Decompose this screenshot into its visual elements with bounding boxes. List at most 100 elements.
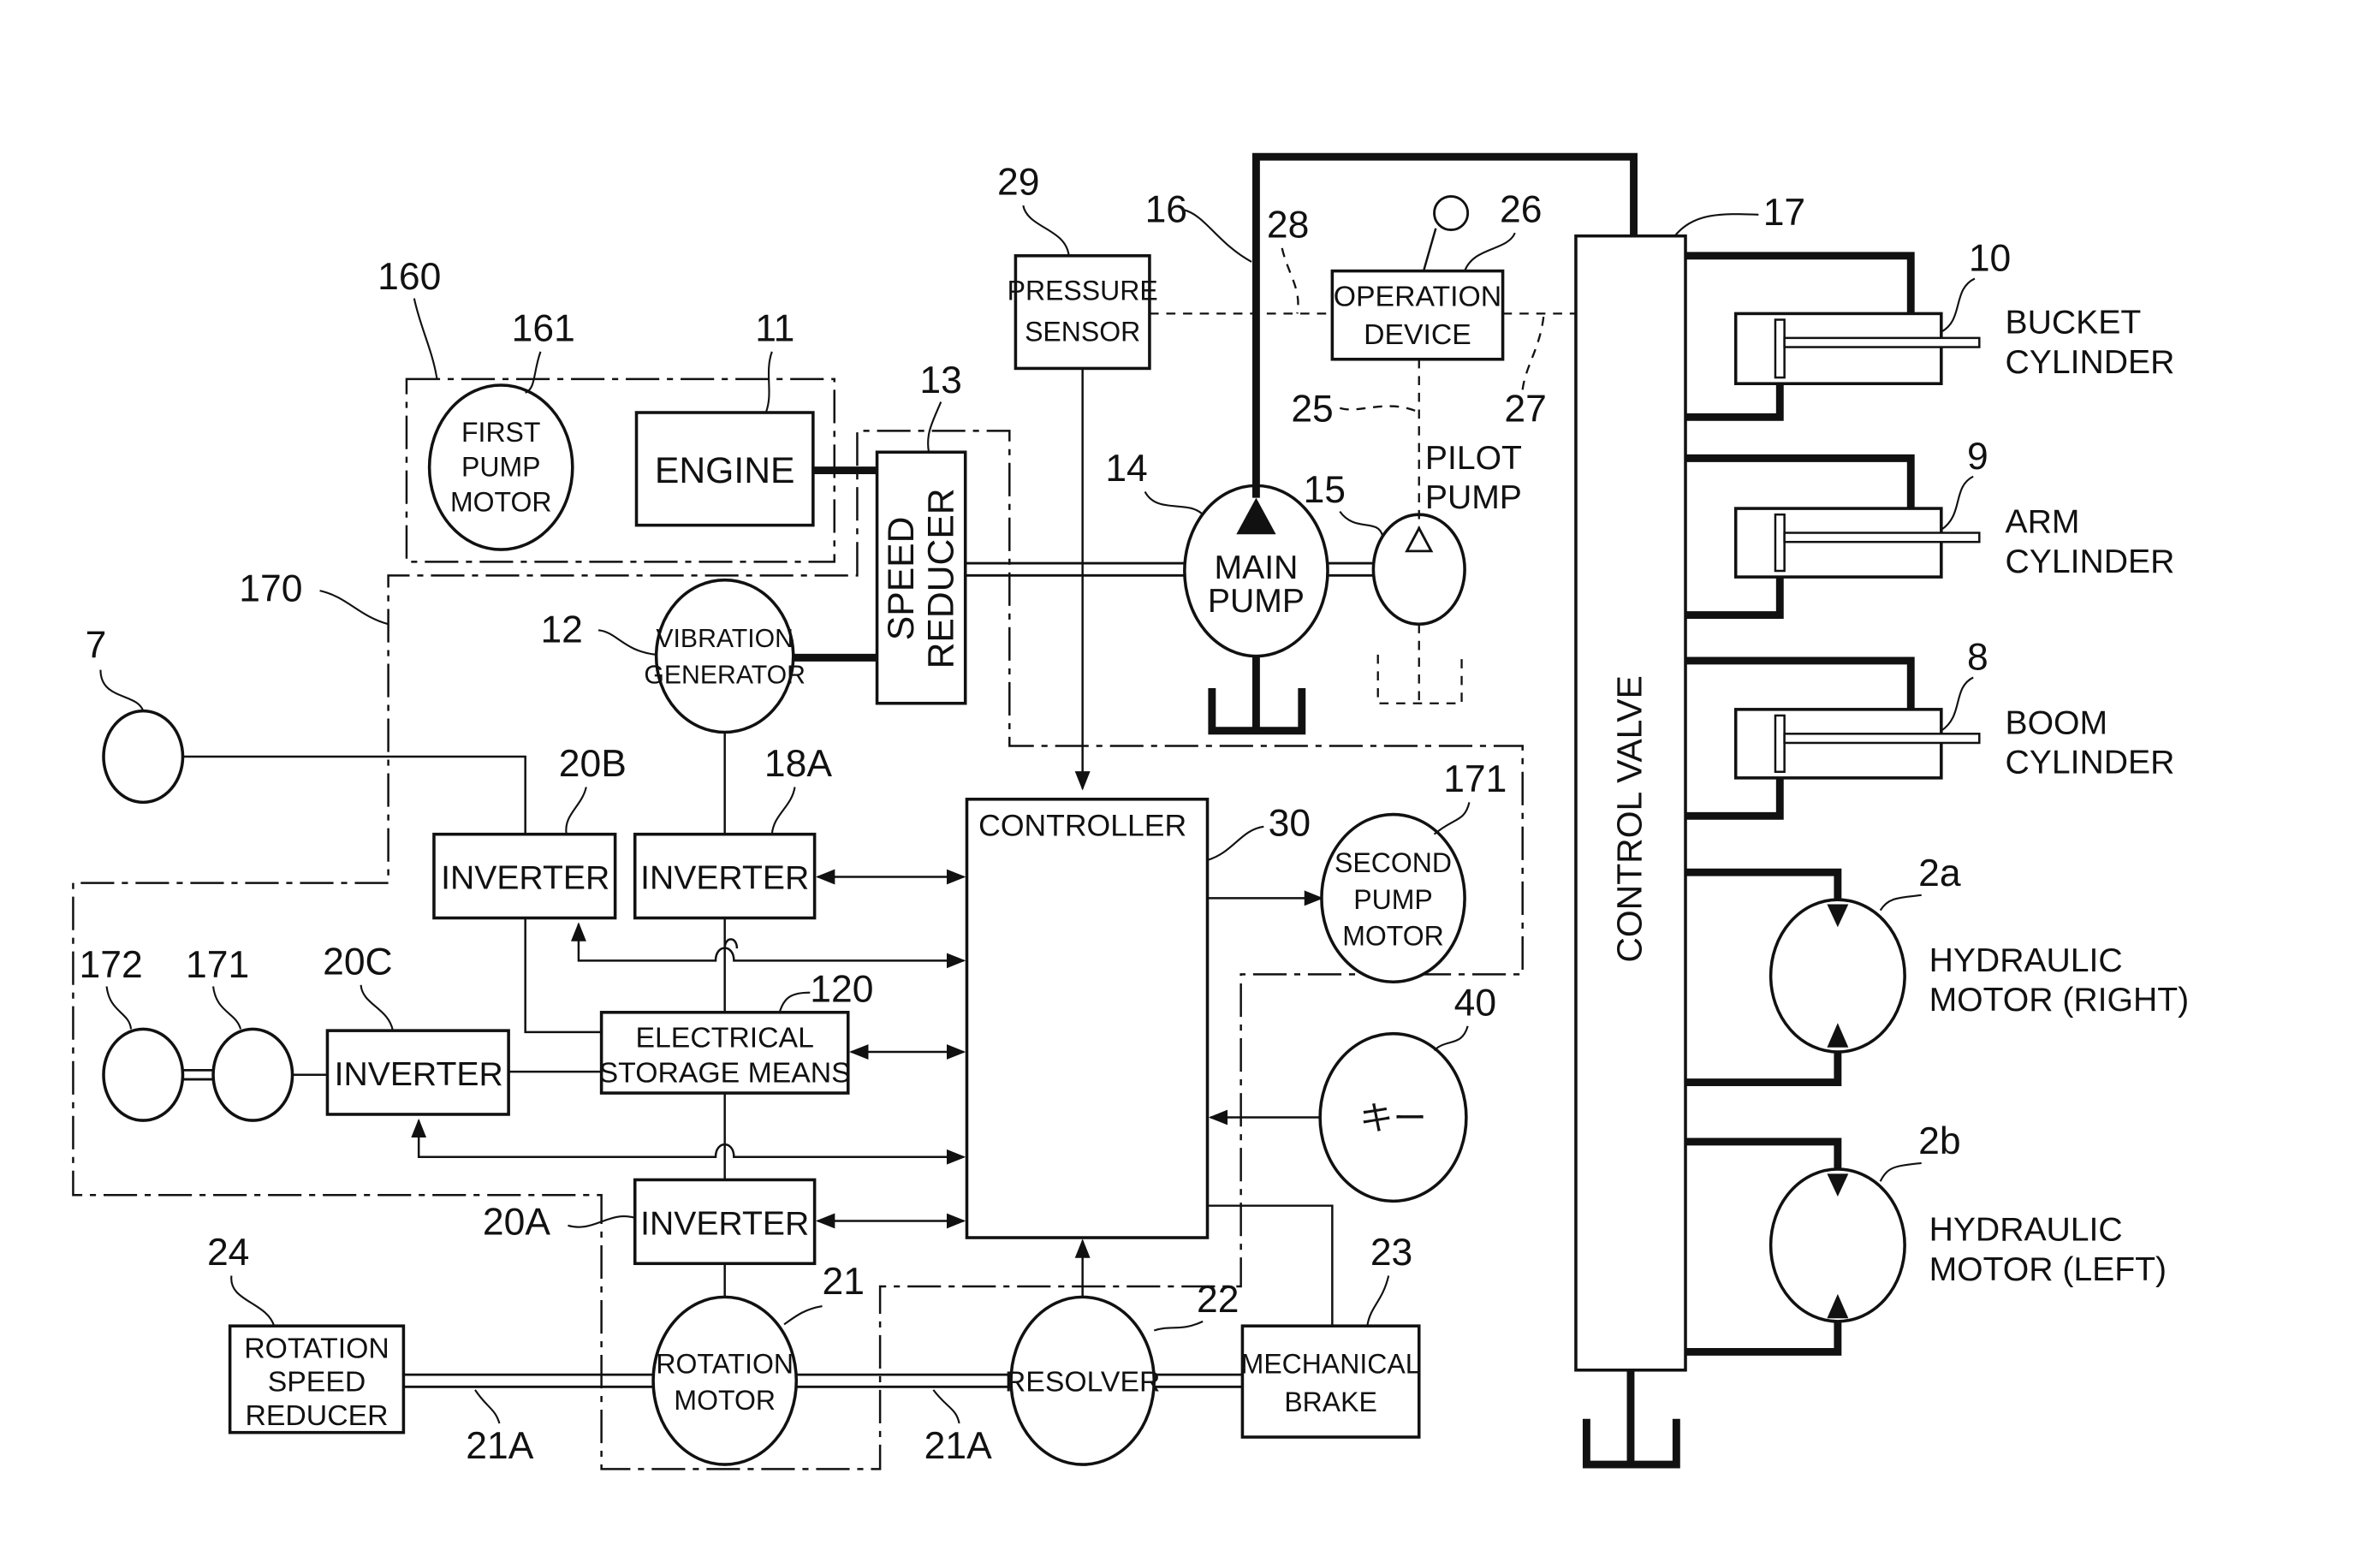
leader-170 (320, 591, 389, 624)
svg-text:STORAGE MEANS: STORAGE MEANS (599, 1057, 851, 1090)
svg-text:キー: キー (1359, 1101, 1426, 1137)
leader-7 (100, 670, 143, 711)
operation-device: OPERATION DEVICE (1332, 271, 1502, 359)
ref-12: 12 (540, 609, 582, 651)
svg-text:SPEED: SPEED (881, 517, 922, 641)
rotation-motor: ROTATION MOTOR (653, 1297, 796, 1464)
electrical-storage-means: ELECTRICAL STORAGE MEANS (599, 1013, 851, 1093)
ref-14: 14 (1105, 448, 1147, 490)
ref-2b: 2b (1918, 1120, 1960, 1162)
ref-20A: 20A (483, 1201, 550, 1243)
motor-left-label-1: HYDRAULIC (1929, 1212, 2123, 1249)
second-pump-motor: SECOND PUMP MOTOR (1322, 815, 1465, 983)
svg-text:SECOND: SECOND (1335, 847, 1452, 878)
ref-171-left: 171 (186, 944, 249, 986)
motor-171-left (213, 1029, 292, 1120)
ref-18A: 18A (764, 743, 832, 785)
ref-26: 26 (1500, 189, 1542, 231)
svg-text:ROTATION: ROTATION (244, 1333, 389, 1365)
inverter-20c: INVERTER (327, 1030, 508, 1114)
bucket-label-2: CYLINDER (2006, 344, 2175, 381)
bucket-cylinder (1736, 313, 1980, 383)
ref-7: 7 (86, 624, 107, 666)
leader-28 (1282, 248, 1299, 313)
svg-text:SENSOR: SENSOR (1025, 316, 1140, 347)
ref-161: 161 (512, 307, 575, 349)
leader-29 (1023, 205, 1068, 256)
ref-2a: 2a (1918, 852, 1961, 894)
ref-171-right: 171 (1443, 758, 1507, 800)
ref-29: 29 (997, 162, 1039, 204)
svg-text:FIRST: FIRST (461, 417, 540, 448)
svg-text:RESOLVER: RESOLVER (1005, 1366, 1160, 1399)
ref-30: 30 (1269, 802, 1311, 844)
control-valve: CONTROL VALVE (1576, 236, 1685, 1370)
svg-text:PUMP: PUMP (461, 452, 540, 483)
ref-27: 27 (1504, 389, 1546, 431)
leader-171-left (213, 987, 241, 1030)
engine-block: ENGINE (637, 413, 813, 526)
motor-172 (104, 1029, 182, 1120)
svg-text:GENERATOR: GENERATOR (644, 662, 805, 690)
leader-26 (1465, 233, 1515, 270)
svg-text:ELECTRICAL: ELECTRICAL (635, 1022, 813, 1054)
ref-25: 25 (1291, 389, 1333, 431)
operation-lever[interactable] (1424, 196, 1468, 270)
signal-20c (419, 1120, 964, 1157)
boom-line-bottom (1685, 774, 1780, 817)
mechanical-brake: MECHANICAL BRAKE (1241, 1326, 1421, 1437)
leader-17 (1675, 214, 1759, 236)
motor-right-label-1: HYDRAULIC (1929, 942, 2123, 979)
ref-160: 160 (377, 256, 441, 298)
key-switch[interactable]: キー (1320, 1034, 1466, 1202)
arm-line-bottom (1685, 574, 1780, 615)
boom-line-top (1685, 661, 1911, 710)
svg-text:MAIN: MAIN (1215, 549, 1299, 586)
main-pump-tank (1212, 656, 1302, 731)
inverter18a-to-storage (725, 918, 737, 1013)
leader-23 (1367, 1276, 1388, 1327)
ref-11: 11 (755, 307, 794, 349)
leader-16 (1185, 210, 1251, 261)
svg-text:MECHANICAL: MECHANICAL (1241, 1348, 1421, 1379)
svg-text:REDUCER: REDUCER (920, 488, 961, 668)
leader-21 (784, 1306, 822, 1324)
leader-18A (772, 787, 795, 834)
svg-text:INVERTER: INVERTER (640, 860, 809, 897)
svg-text:MOTOR: MOTOR (674, 1385, 776, 1416)
leader-22 (1154, 1322, 1203, 1331)
inverter-18a: INVERTER (635, 834, 815, 918)
leader-27 (1523, 313, 1544, 389)
svg-text:MOTOR: MOTOR (1342, 921, 1444, 952)
ref-22: 22 (1197, 1279, 1239, 1321)
bucket-label-1: BUCKET (2006, 305, 2142, 342)
svg-text:CONTROL VALVE: CONTROL VALVE (1609, 675, 1649, 963)
speed-reducer: SPEED REDUCER (877, 452, 966, 703)
leader-13 (928, 402, 941, 453)
leader-160 (414, 299, 437, 379)
inverter-20a: INVERTER (635, 1179, 815, 1263)
pressure-sensor: PRESSURE SENSOR (1008, 256, 1158, 369)
boom-cylinder (1736, 710, 1980, 778)
first-pump-motor: FIRST PUMP MOTOR (430, 385, 573, 549)
svg-text:REDUCER: REDUCER (245, 1399, 388, 1432)
ref-23: 23 (1370, 1232, 1412, 1274)
hydraulic-motor-right (1771, 900, 1905, 1052)
svg-text:PUMP: PUMP (1208, 583, 1305, 620)
controller: CONTROLLER (966, 799, 1207, 1238)
leader-2b (1881, 1163, 1922, 1181)
svg-text:ROTATION: ROTATION (656, 1348, 794, 1379)
vibration-generator: VIBRATION GENERATOR (644, 580, 805, 733)
svg-text:CONTROLLER: CONTROLLER (978, 808, 1186, 842)
ref-21: 21 (823, 1261, 865, 1303)
leader-40 (1435, 1026, 1468, 1050)
svg-text:INVERTER: INVERTER (441, 860, 609, 897)
svg-text:DEVICE: DEVICE (1364, 318, 1471, 351)
rotation-speed-reducer: ROTATION SPEED REDUCER (230, 1326, 404, 1433)
ref-10: 10 (1969, 238, 2011, 280)
resolver: RESOLVER (1005, 1297, 1160, 1464)
main-pump: MAIN PUMP (1185, 485, 1328, 656)
ref-40: 40 (1454, 982, 1496, 1024)
leader-14 (1145, 492, 1204, 515)
